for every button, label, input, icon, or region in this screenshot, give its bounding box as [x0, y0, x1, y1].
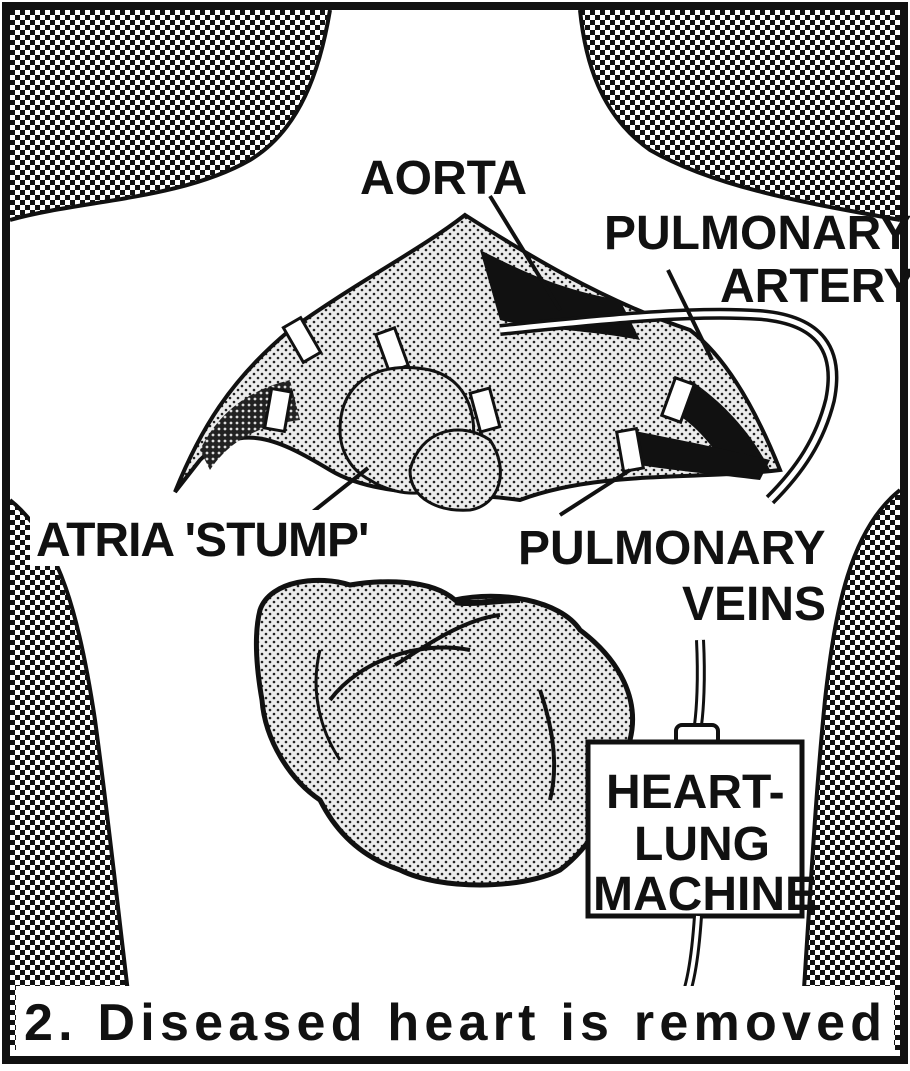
label-aorta: AORTA: [360, 152, 527, 205]
label-machine-line2: LUNG: [634, 818, 770, 871]
label-pulmonary-artery-line2: ARTERY: [720, 260, 910, 313]
label-machine-line3: MACHINE: [593, 868, 817, 921]
figure-caption: 2. Diseased heart is removed: [24, 994, 886, 1052]
label-pulmonary-veins-line1: PULMONARY: [518, 522, 826, 575]
label-atria-stump: ATRIA 'STUMP': [36, 514, 368, 567]
label-pulmonary-artery-line1: PULMONARY: [604, 207, 910, 260]
label-machine-line1: HEART-: [606, 766, 785, 819]
label-pulmonary-veins-line2: VEINS: [682, 578, 826, 631]
